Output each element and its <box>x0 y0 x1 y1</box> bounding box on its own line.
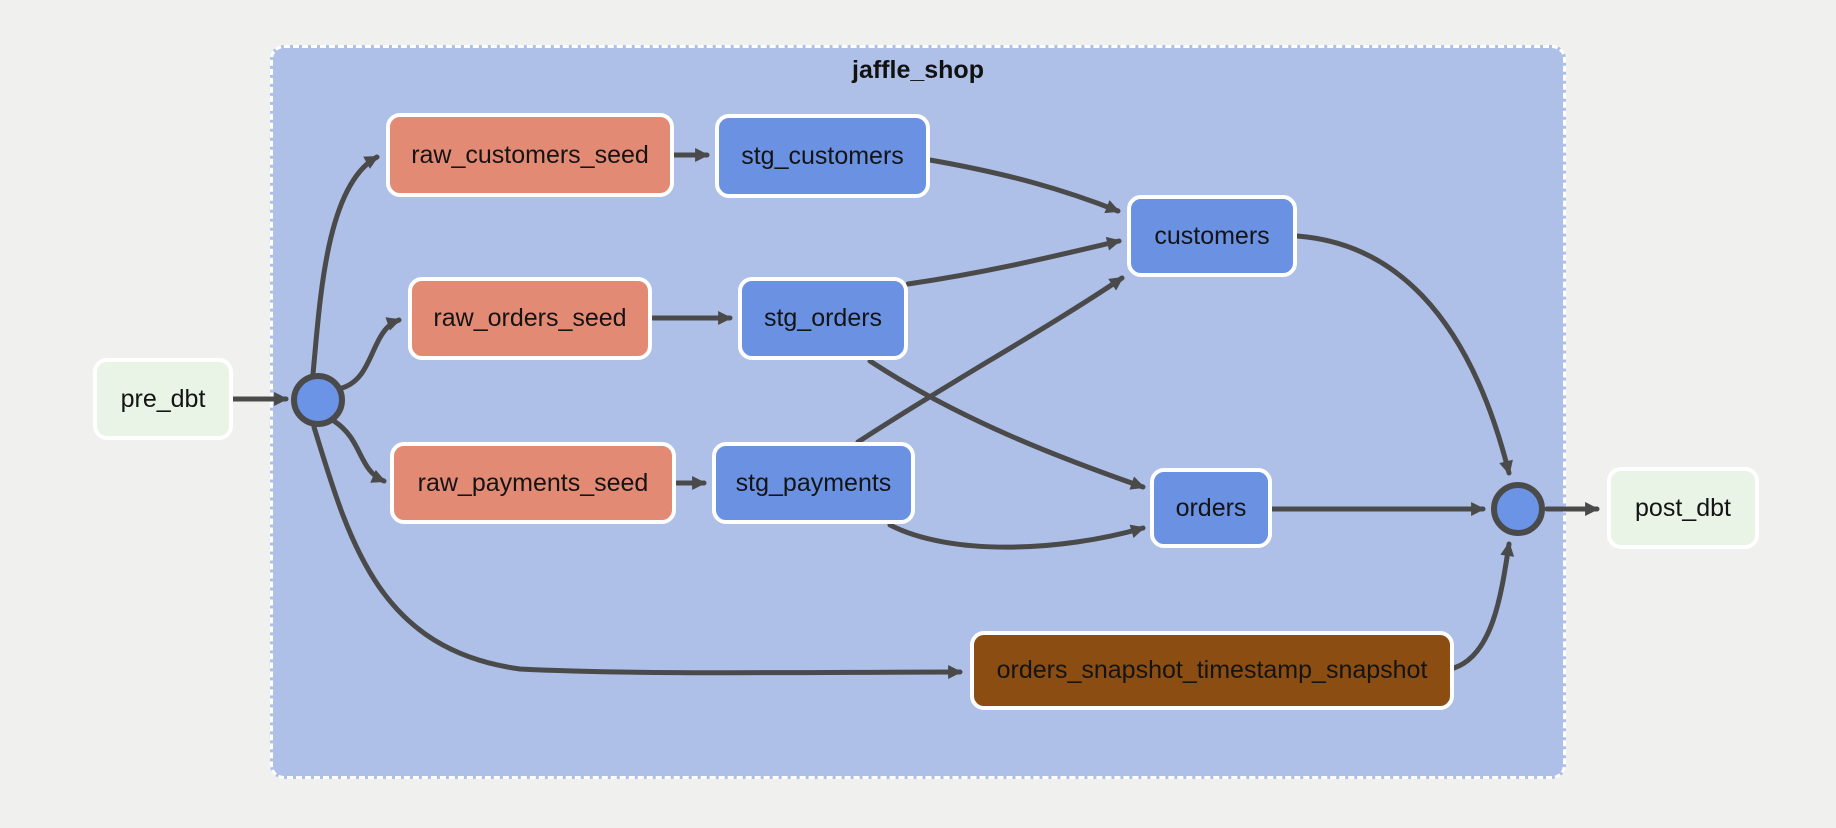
node-stg-orders-label: stg_orders <box>763 304 883 332</box>
node-pre-dbt-label: pre_dbt <box>120 384 206 413</box>
node-raw-orders-seed-label: raw_orders_seed <box>433 304 627 332</box>
node-orders[interactable]: orders <box>1150 468 1272 548</box>
node-customers-label: customers <box>1154 221 1270 250</box>
node-stg-payments[interactable]: stg_payments <box>712 442 915 524</box>
node-orders-snapshot-timestamp-snapshot[interactable]: orders_snapshot_timestamp_snapshot <box>970 631 1454 710</box>
node-stg-payments-label: stg_payments <box>735 468 892 497</box>
node-orders-snapshot-timestamp-snapshot-label: orders_snapshot_timestamp_snapshot <box>996 656 1428 684</box>
task-group-title: jaffle_shop <box>852 56 984 84</box>
node-post-dbt[interactable]: post_dbt <box>1607 467 1759 549</box>
node-raw-payments-seed[interactable]: raw_payments_seed <box>390 442 676 524</box>
node-post-dbt-label: post_dbt <box>1635 493 1731 522</box>
node-raw-orders-seed[interactable]: raw_orders_seed <box>408 277 652 360</box>
node-orders-label: orders <box>1175 493 1247 522</box>
jaffle-shop-entry-junction[interactable] <box>291 373 345 427</box>
node-raw-customers-seed[interactable]: raw_customers_seed <box>386 113 674 197</box>
node-stg-customers[interactable]: stg_customers <box>715 114 930 198</box>
node-raw-customers-seed-label: raw_customers_seed <box>411 140 649 169</box>
node-stg-orders[interactable]: stg_orders <box>738 277 908 360</box>
node-customers[interactable]: customers <box>1127 195 1297 277</box>
node-raw-payments-seed-label: raw_payments_seed <box>417 468 649 497</box>
jaffle-shop-exit-junction[interactable] <box>1491 482 1545 536</box>
node-pre-dbt[interactable]: pre_dbt <box>93 358 233 440</box>
node-stg-customers-label: stg_customers <box>741 141 904 170</box>
